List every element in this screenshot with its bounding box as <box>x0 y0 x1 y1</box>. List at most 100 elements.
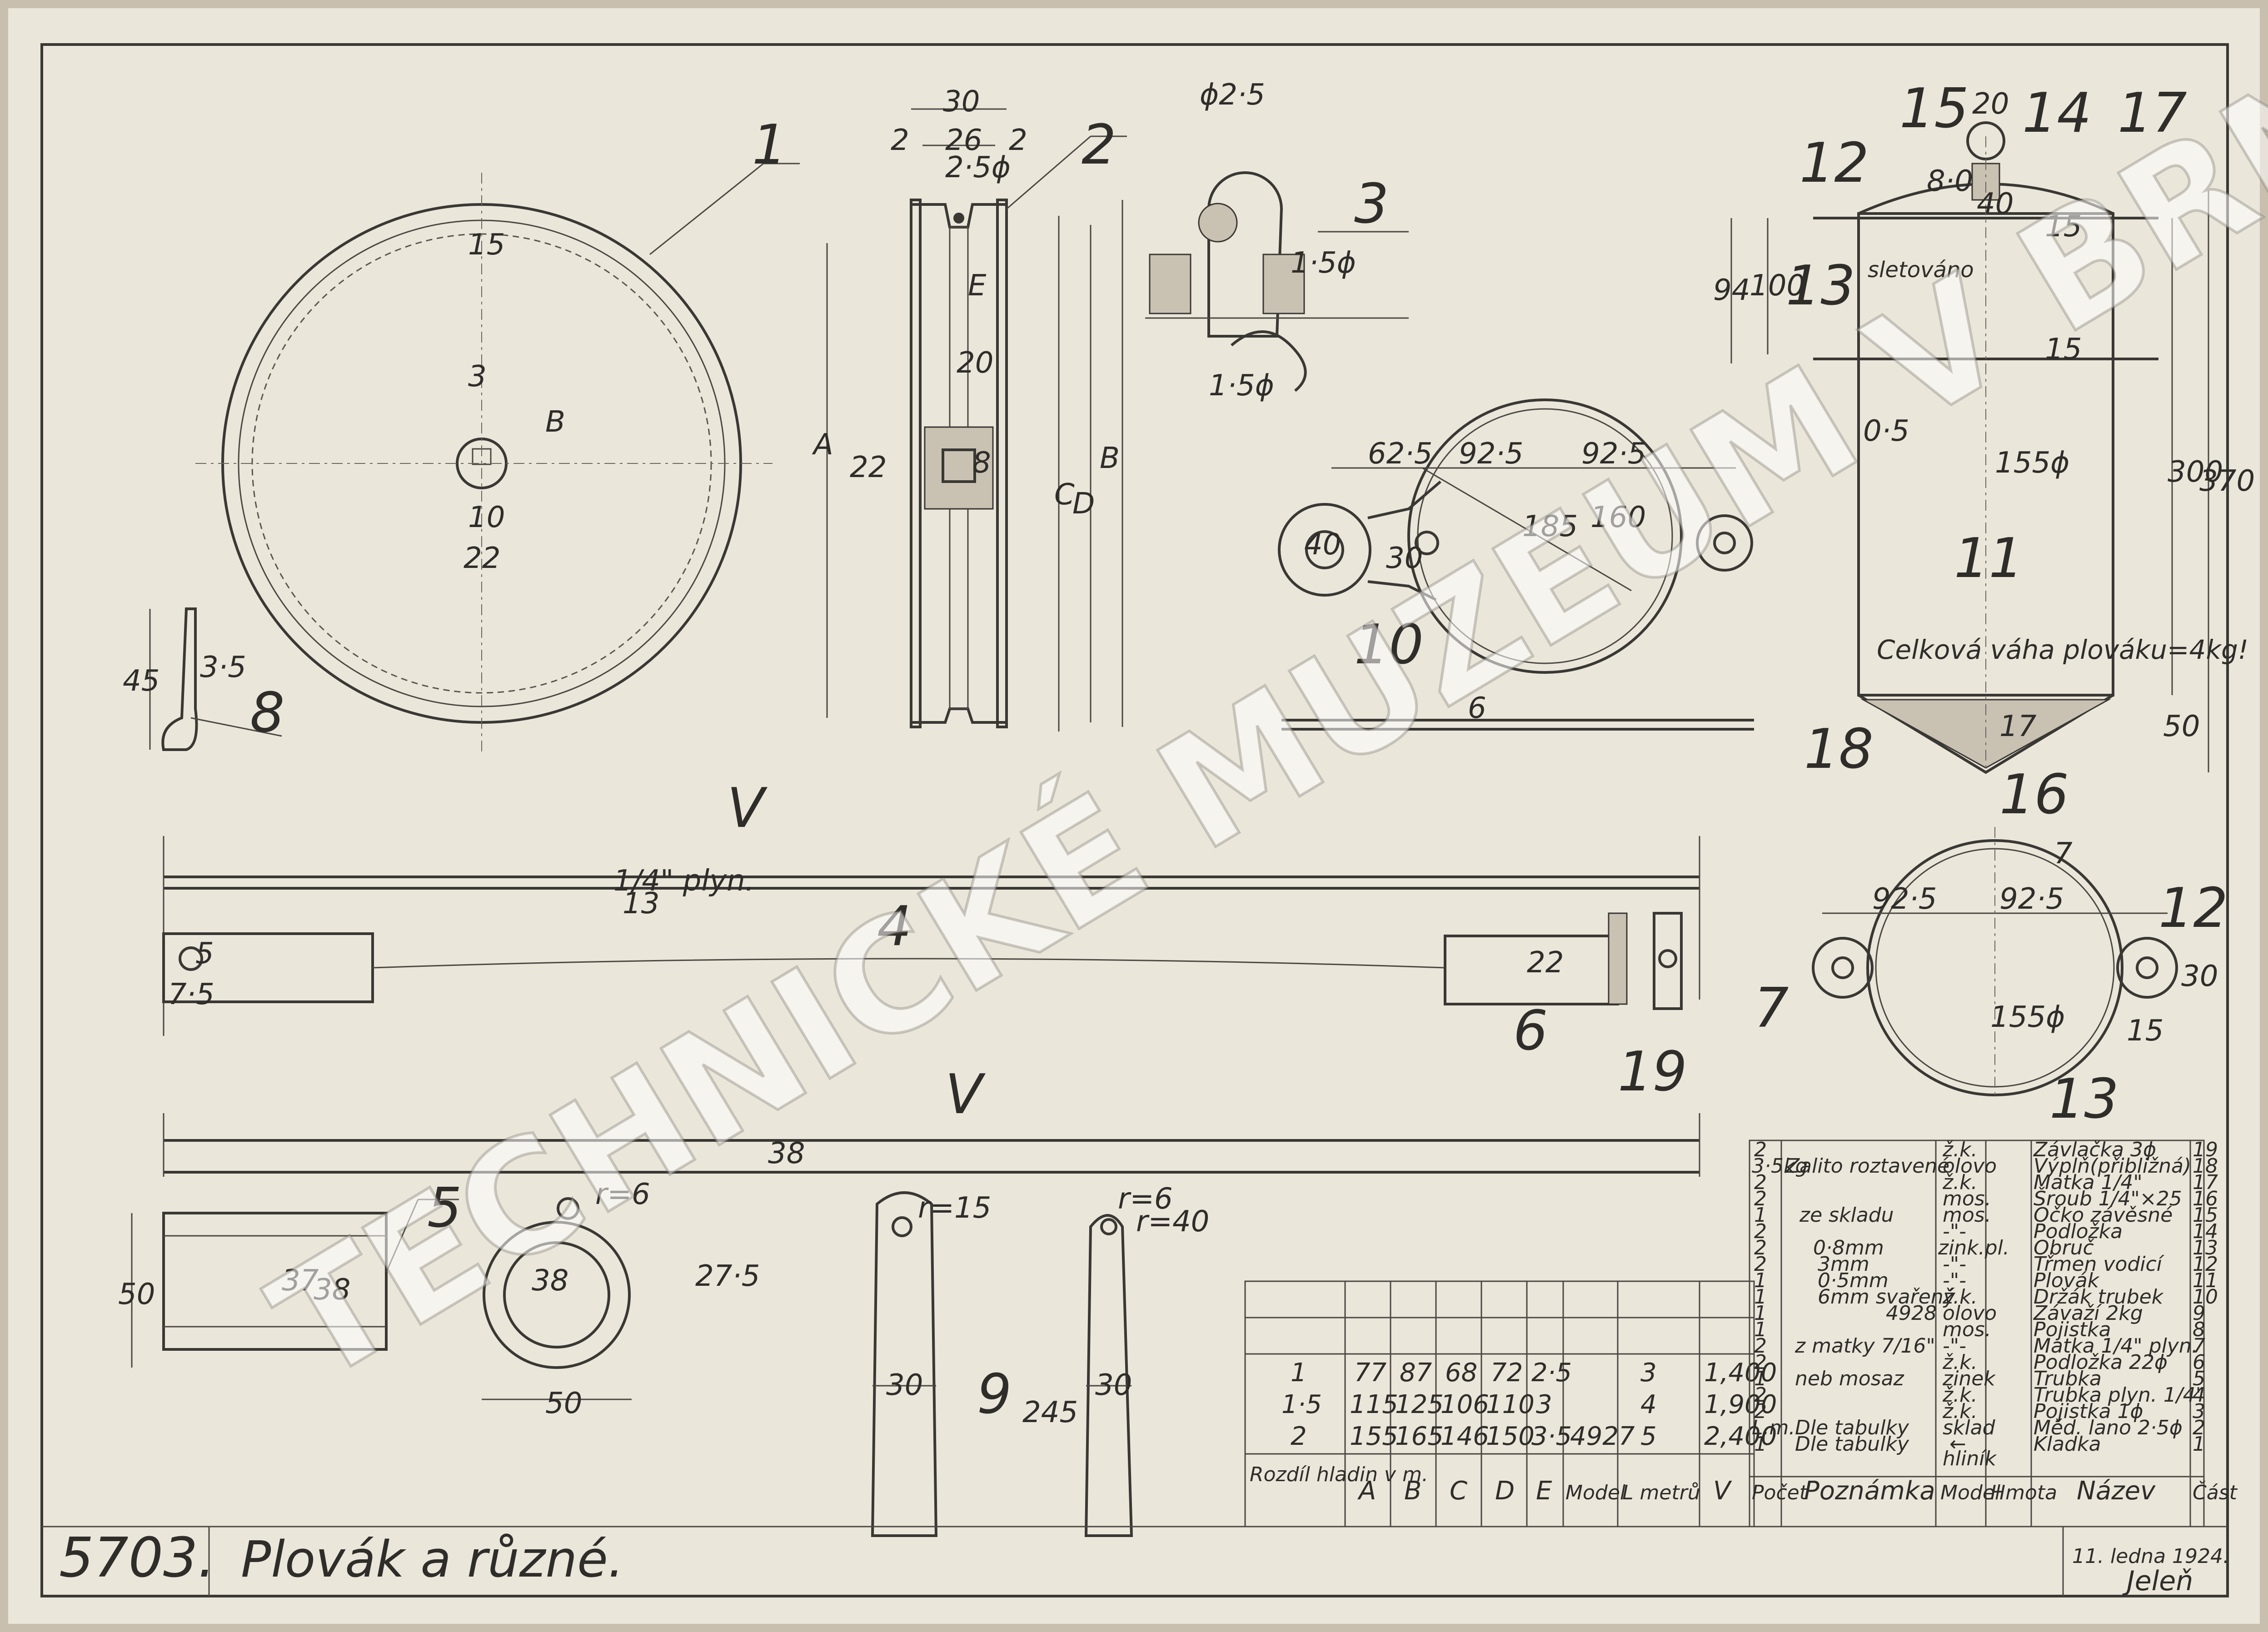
part-label-7: 7 <box>1754 977 1789 1040</box>
svg-text:z matky 7/16": z matky 7/16" <box>1794 1334 1935 1358</box>
pipe-holder-detail <box>1278 398 1754 731</box>
svg-text:2: 2 <box>1754 1253 1767 1276</box>
svg-text:1: 1 <box>1754 1285 1767 1309</box>
dim-245: 245 <box>1022 1396 1078 1429</box>
svg-text:Dle tabulky: Dle tabulky <box>1795 1416 1909 1439</box>
dim-22-pipe: 22 <box>1527 946 1564 980</box>
cell-l: 5 <box>1640 1422 1657 1451</box>
svg-text:2: 2 <box>1754 1400 1767 1423</box>
dim-3-5: 3·5 <box>200 651 246 684</box>
svg-text:Trubka: Trubka <box>2034 1367 2102 1390</box>
cell-model: 4927 <box>1570 1422 1635 1451</box>
part-label-3: 3 <box>1354 173 1389 236</box>
rod-second-view <box>163 1113 1700 1177</box>
dim-155-phi-ring: 155ϕ <box>1990 1000 2065 1034</box>
cell-v: 2,400 <box>1704 1422 1777 1451</box>
svg-text:7: 7 <box>2193 1334 2205 1358</box>
svg-text:1: 1 <box>1754 1318 1767 1341</box>
drawing-title: Plovák a různé. <box>241 1530 624 1588</box>
tube-detail <box>131 1197 632 1400</box>
svg-text:Držák trubek: Držák trubek <box>2034 1285 2164 1309</box>
svg-text:6mm svařený: 6mm svařený <box>1818 1285 1956 1309</box>
soldered-note: sletováno <box>1868 257 1974 283</box>
dim-2-right: 2 <box>1009 124 1027 157</box>
dim-26-width: 26 <box>945 124 982 157</box>
dim-38-rod: 38 <box>768 1137 805 1170</box>
svg-text:Závlačka 3ϕ: Závlačka 3ϕ <box>2033 1138 2156 1161</box>
svg-text:0·5mm: 0·5mm <box>1818 1269 1889 1292</box>
dim-100: 100 <box>1750 269 1805 303</box>
svg-text:Šroub 1/4"×25: Šroub 1/4"×25 <box>2034 1186 2182 1210</box>
dim-37: 37 <box>282 1264 319 1298</box>
size-table-row-1: 1 77 87 68 72 2·5 3 1,400 <box>1291 1358 1777 1388</box>
svg-text:ž.k.: ž.k. <box>1942 1285 1978 1309</box>
dim-370: 370 <box>2199 464 2255 498</box>
part-label-16: 16 <box>1999 763 2069 826</box>
dim-20-web: 20 <box>957 346 993 380</box>
svg-text:18: 18 <box>2193 1154 2218 1178</box>
svg-text:10: 10 <box>2193 1285 2218 1309</box>
header-part: Část <box>2193 1480 2238 1504</box>
svg-text:2: 2 <box>1754 1383 1767 1407</box>
dim-15-upper: 15 <box>2045 210 2082 244</box>
svg-text:1: 1 <box>1754 1204 1767 1227</box>
svg-text:2: 2 <box>1754 1187 1767 1210</box>
svg-text:mos.: mos. <box>1943 1187 1991 1210</box>
cell-a: 115 <box>1350 1390 1398 1419</box>
letter-a: A <box>812 428 833 462</box>
svg-text:ze skladu: ze skladu <box>1799 1204 1894 1227</box>
pulley-face-view <box>195 163 800 754</box>
svg-text:2: 2 <box>1754 1236 1767 1259</box>
dim-22-hub: 22 <box>464 542 500 575</box>
svg-text:Plovák: Plovák <box>2034 1269 2100 1292</box>
header-model: Model <box>1940 1481 2001 1504</box>
cell-b: 87 <box>1400 1358 1432 1388</box>
float-body-view <box>1730 121 2209 774</box>
dim-r-6-tube: r=6 <box>595 1178 650 1211</box>
cell-d: 72 <box>1490 1358 1523 1388</box>
dim-22-section: 22 <box>850 451 887 484</box>
dim-92-5-ring-right: 92·5 <box>1999 882 2064 916</box>
part-label-2: 2 <box>1082 114 1116 177</box>
svg-text:9: 9 <box>2193 1302 2205 1325</box>
letter-b-section: B <box>1100 442 1120 475</box>
part-label-11: 11 <box>1954 527 2024 590</box>
header-e: E <box>1536 1476 1552 1506</box>
cell-e: 2·5 <box>1531 1358 1572 1388</box>
dim-8-bore: 8 <box>972 446 991 480</box>
dim-5-hole: 5 <box>195 937 214 970</box>
header-material: Hmota <box>1990 1481 2057 1504</box>
dim-15-ring: 15 <box>2127 1014 2163 1048</box>
dim-r-6-weight: r=6 <box>1118 1182 1173 1216</box>
dim-15-face: 15 <box>468 228 505 262</box>
pulley-section-view <box>826 108 1127 731</box>
size-table-row-3: 2 155 165 146 150 3·5 4927 5 2,400 <box>1291 1422 1777 1451</box>
svg-text:14: 14 <box>2193 1220 2218 1243</box>
dim-27-5: 27·5 <box>695 1259 760 1293</box>
svg-text:Obruč: Obruč <box>2034 1236 2095 1259</box>
svg-text:1: 1 <box>2193 1433 2205 1456</box>
svg-text:12: 12 <box>2193 1253 2218 1276</box>
header-model: Model <box>1565 1481 1626 1504</box>
dim-50-tube: 50 <box>118 1278 155 1311</box>
svg-text:5: 5 <box>2193 1367 2205 1390</box>
svg-text:-"-: -"- <box>1943 1253 1966 1276</box>
cell-size: 1 <box>1291 1358 1307 1388</box>
dim-2-left: 2 <box>891 124 909 157</box>
header-c: C <box>1450 1476 1467 1506</box>
cell-d: 150 <box>1486 1422 1535 1451</box>
dim-155-phi-float: 155ϕ <box>1995 446 2069 480</box>
dim-30-weight-left: 30 <box>886 1368 923 1402</box>
rod-label-v-bottom: V <box>945 1063 986 1126</box>
cell-v: 1,900 <box>1704 1390 1777 1419</box>
svg-text:ž.k.: ž.k. <box>1942 1351 1978 1374</box>
dim-15-lower: 15 <box>2045 333 2082 366</box>
